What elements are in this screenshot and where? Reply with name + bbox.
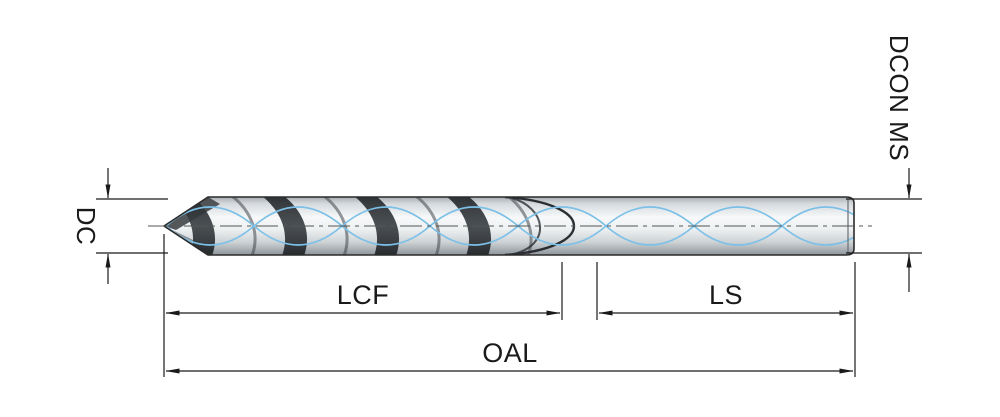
oal-label: OAL — [482, 338, 538, 368]
dcon-dimension — [846, 168, 922, 292]
ls-label: LS — [709, 280, 743, 310]
dc-label: DC — [71, 207, 101, 246]
dc-dimension — [96, 168, 168, 284]
lcf-label: LCF — [337, 280, 390, 310]
lcf-dimension — [163, 234, 563, 377]
dcon-ms-label: DCON MS — [884, 35, 914, 161]
ls-dimension — [596, 262, 856, 377]
drill-bit-illustration — [148, 196, 872, 256]
